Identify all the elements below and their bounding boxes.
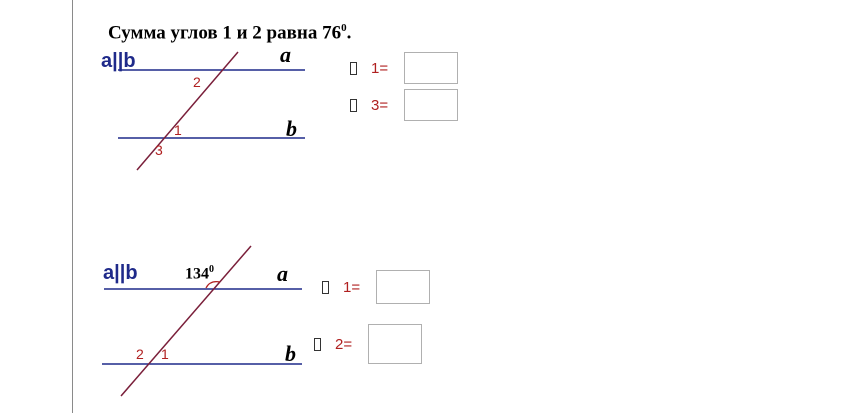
figure-2-parallel-label: a||b <box>103 262 138 284</box>
figure-2-angle-1: 1 <box>161 346 169 362</box>
figure-2-answer-row-1: 1= <box>322 270 431 304</box>
figure-1-answer-row-1: 1= <box>350 52 459 84</box>
figure-2-angle-2: 2 <box>136 346 144 362</box>
answer-label: 3= <box>371 96 389 114</box>
figure-2-line-a-label: a <box>277 261 288 286</box>
figure-1-answer-row-2: 3= <box>350 89 459 121</box>
figure-2-line-b-label: b <box>285 341 296 366</box>
figure-1-angle-2: 2 <box>193 74 201 90</box>
figure-1-line-b-label: b <box>286 116 297 141</box>
figure-2-given-angle: 1340 <box>185 264 214 283</box>
figure-1-angle-1: 1 <box>174 122 182 138</box>
figure-2-angle-arc <box>205 280 221 289</box>
answer-1-input[interactable] <box>404 52 459 84</box>
angle-symbol-icon <box>350 61 357 75</box>
figure-2-diagram <box>102 245 302 397</box>
problem-title: Сумма углов 1 и 2 равна 760. <box>108 22 352 44</box>
figure-1-diagram <box>118 51 305 171</box>
answer-label: 1= <box>371 59 389 77</box>
answer-label: 1= <box>343 278 361 296</box>
figure-1-angle-3: 3 <box>155 142 163 158</box>
angle-symbol-icon <box>314 337 321 351</box>
answer-3-input[interactable] <box>404 89 459 121</box>
figure-2-transversal <box>120 245 252 397</box>
figure-1-transversal <box>136 51 239 171</box>
answer-2-input[interactable] <box>368 324 423 364</box>
page-margin-line <box>72 0 73 413</box>
angle-symbol-icon <box>350 98 357 112</box>
figure-2-answer-row-2: 2= <box>314 324 423 364</box>
figure-1-parallel-label: a||b <box>101 50 136 72</box>
answer-label: 2= <box>335 335 353 353</box>
answer-1-input[interactable] <box>376 270 431 304</box>
figure-1-line-a-label: a <box>280 42 291 67</box>
angle-symbol-icon <box>322 280 329 294</box>
